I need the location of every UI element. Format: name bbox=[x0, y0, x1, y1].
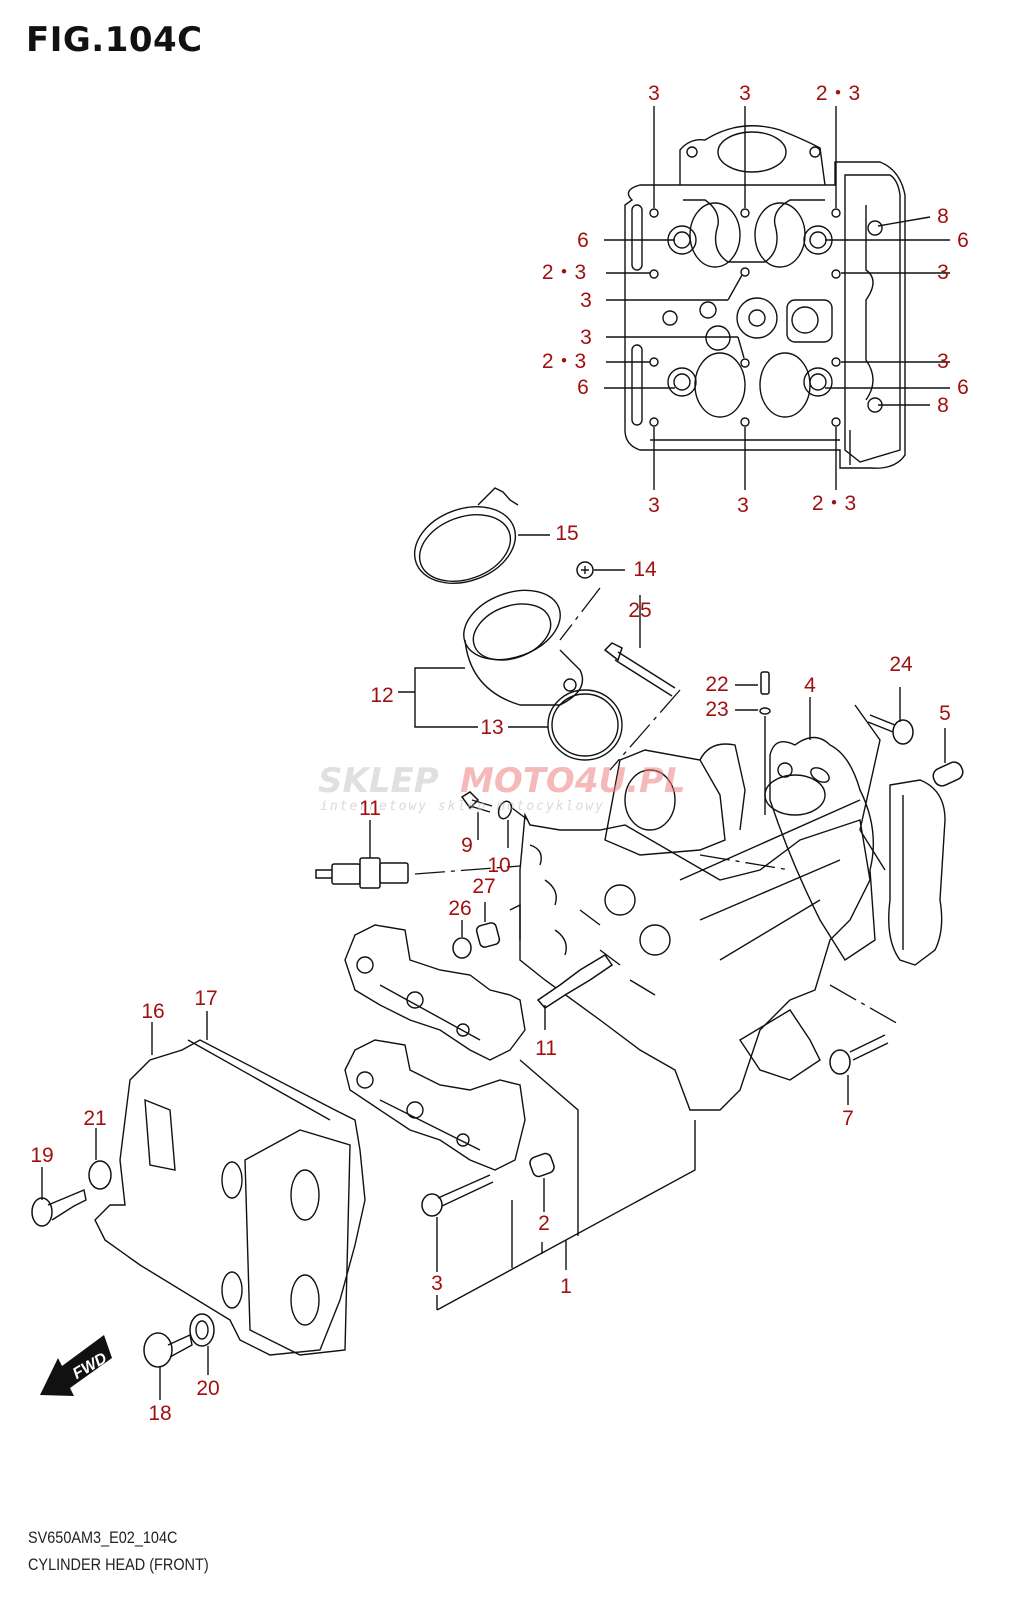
callout-label: 3 bbox=[648, 494, 660, 517]
part-callout-labels: 15 14 25 12 13 22 23 4 24 5 11 9 10 27 2… bbox=[30, 522, 951, 1425]
figure-caption: CYLINDER HEAD (FRONT) bbox=[28, 1555, 209, 1574]
figure-title: FIG.104C bbox=[26, 20, 203, 60]
callout-label: 2・3 bbox=[816, 82, 860, 105]
watermark-brand-right: MOTO4U.PL bbox=[460, 761, 686, 801]
callout-label: 5 bbox=[939, 702, 951, 725]
callout-label: 20 bbox=[196, 1377, 219, 1400]
cam-carrier-upper bbox=[344, 924, 526, 1061]
callout-label: 3 bbox=[580, 289, 592, 312]
dowel-2-part bbox=[529, 1152, 555, 1212]
callout-label: 22 bbox=[705, 673, 728, 696]
seal-20-part bbox=[189, 1313, 215, 1375]
head-cover-part bbox=[94, 1011, 366, 1356]
clamp-part bbox=[413, 487, 550, 584]
head-gasket-part bbox=[769, 697, 876, 961]
callout-label: 3 bbox=[431, 1272, 443, 1295]
screw-part bbox=[559, 561, 625, 641]
callout-label: 3 bbox=[648, 82, 660, 105]
callout-label: 7 bbox=[842, 1107, 854, 1130]
callout-label: 3 bbox=[737, 494, 749, 517]
spark-plug-installed-part bbox=[536, 953, 614, 1030]
callout-label: 27 bbox=[472, 875, 495, 898]
callout-label: 6 bbox=[957, 229, 969, 252]
callout-label: 24 bbox=[889, 653, 913, 676]
bolt-24-part bbox=[854, 687, 914, 871]
bolt-18-part bbox=[143, 1332, 193, 1400]
cam-carrier-lower bbox=[344, 1039, 526, 1171]
top-view-callout-labels: 3 3 2・3 8 6 6 2・3 3 3 3 2・3 3 6 6 8 3 3 … bbox=[542, 82, 969, 517]
intake-pipe-part bbox=[463, 589, 584, 706]
callout-label: 2 bbox=[538, 1212, 550, 1235]
callout-label: 26 bbox=[448, 897, 471, 920]
watermark-brand-left: SKLEP bbox=[318, 761, 439, 801]
callout-label: 17 bbox=[194, 987, 217, 1010]
long-bolt-part bbox=[603, 595, 681, 771]
callout-label: 3 bbox=[739, 82, 751, 105]
callout-label: 9 bbox=[461, 834, 473, 857]
top-view-leaders bbox=[604, 106, 950, 490]
cylinder-head-body bbox=[519, 743, 901, 1111]
watermark: SKLEP MOTO4U.PL internetowy sklep motocy… bbox=[318, 761, 686, 814]
dowel-27-part bbox=[475, 902, 521, 948]
callout-label: 21 bbox=[83, 1107, 106, 1130]
callout-label: 15 bbox=[555, 522, 578, 545]
o-ring-part bbox=[547, 689, 623, 761]
callout-label: 19 bbox=[30, 1144, 53, 1167]
callout-label: 6 bbox=[577, 376, 589, 399]
model-code: SV650AM3_E02_104C bbox=[28, 1528, 178, 1547]
callout-label: 2・3 bbox=[542, 261, 586, 284]
callout-label: 25 bbox=[628, 599, 651, 622]
callout-label: 3 bbox=[937, 261, 949, 284]
callout-label: 4 bbox=[804, 674, 816, 697]
callout-label: 13 bbox=[480, 716, 503, 739]
callout-label: 8 bbox=[937, 205, 949, 228]
callout-label: 2・3 bbox=[812, 492, 856, 515]
callout-label: 18 bbox=[148, 1402, 171, 1425]
callout-label: 16 bbox=[141, 1000, 164, 1023]
bolt-3-part bbox=[421, 1174, 494, 1272]
washer-10-part bbox=[497, 800, 529, 848]
watermark-tagline: internetowy sklep motocyklowy bbox=[320, 799, 605, 814]
callout-label: 2・3 bbox=[542, 350, 586, 373]
bolt-19-part bbox=[31, 1167, 87, 1227]
callout-label: 3 bbox=[580, 326, 592, 349]
callout-label: 11 bbox=[359, 797, 381, 820]
nut-7-part bbox=[829, 1034, 889, 1105]
callout-label: 23 bbox=[705, 698, 728, 721]
callout-label: 3 bbox=[937, 350, 949, 373]
callout-label: 10 bbox=[487, 854, 510, 877]
spark-plug-part bbox=[315, 820, 521, 889]
washer-21-part bbox=[88, 1128, 112, 1190]
callout-label: 8 bbox=[937, 394, 949, 417]
callout-label: 1 bbox=[560, 1275, 572, 1298]
bolt-9-part bbox=[460, 791, 493, 840]
cylinder-head-top-view bbox=[624, 125, 906, 469]
seal-26-part bbox=[452, 920, 472, 959]
callout-label: 6 bbox=[957, 376, 969, 399]
callout-label: 6 bbox=[577, 229, 589, 252]
dowel-5-part bbox=[932, 728, 964, 787]
fwd-arrow-icon: FWD bbox=[40, 1335, 112, 1396]
callout-label: 12 bbox=[370, 684, 393, 707]
callout-label: 11 bbox=[535, 1037, 557, 1060]
callout-label: 14 bbox=[633, 558, 657, 581]
